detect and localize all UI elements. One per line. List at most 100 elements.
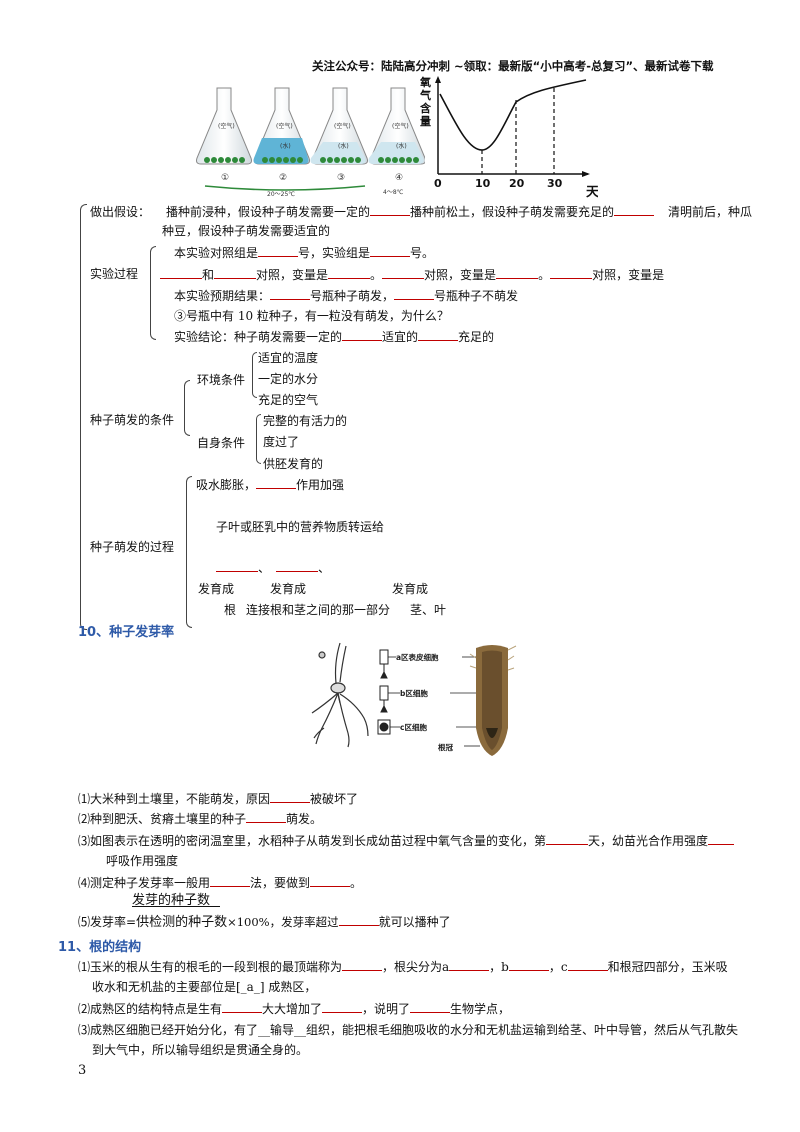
flask-1 <box>196 87 252 165</box>
oxygen-curve-chart: 氧 气 含 量 0 10 20 30 天数 <box>419 75 598 200</box>
answer-blank[interactable] <box>449 960 490 971</box>
process-line-3: 、、 <box>216 559 330 576</box>
env-item: 一定的水分 <box>258 372 319 386</box>
answer-blank[interactable] <box>216 561 258 572</box>
answer-blank[interactable] <box>246 812 287 823</box>
flask-3 <box>310 87 368 165</box>
flask-tag: (空气) <box>218 122 235 130</box>
s10-q1: ⑴大米种到土壤里，不能萌发，原因被破坏了 <box>78 792 359 806</box>
s10-q3: ⑶如图表示在透明的密闭温室里，水稻种子从萌发到长成幼苗过程中氧气含量的变化，第天… <box>78 832 735 849</box>
x-tick: 10 <box>475 177 491 190</box>
answer-blank[interactable] <box>276 561 319 572</box>
develops-into: 发育成 <box>198 582 235 596</box>
fraction-numerator: 发芽的种子数 <box>132 893 211 908</box>
answer-blank[interactable] <box>410 1002 451 1013</box>
root-label: a区表皮细胞 <box>396 652 439 662</box>
develops-result: 茎、叶 <box>410 603 447 617</box>
answer-blank[interactable] <box>210 876 251 887</box>
answer-blank[interactable] <box>546 834 589 845</box>
self-item: 供胚发育的 <box>263 457 324 471</box>
answer-blank[interactable] <box>550 268 593 279</box>
flask-water-tag: (水) <box>396 142 407 150</box>
answer-blank[interactable] <box>496 268 539 279</box>
process-line-1: 吸水膨胀，作用加强 <box>196 478 345 492</box>
answer-blank[interactable] <box>614 205 655 216</box>
x-tick: 30 <box>547 177 563 190</box>
experiment-line-5: 实验结论：种子萌发需要一定的适宜的充足的 <box>174 330 495 344</box>
s11-q1-cont: 收水和无机盐的主要部位是[_a_] 成熟区， <box>92 980 317 994</box>
answer-blank[interactable] <box>214 268 257 279</box>
hypothesis-label: 做出假设： <box>90 205 151 219</box>
self-brace <box>256 414 261 464</box>
answer-blank[interactable] <box>222 1002 263 1013</box>
root-tip-figure: a区表皮细胞 b区细胞 c区细胞 根冠 <box>311 642 517 756</box>
cell-diagrams <box>377 649 391 735</box>
answer-blank[interactable] <box>270 289 311 300</box>
root-tip-photo <box>469 645 517 756</box>
answer-blank[interactable] <box>160 268 202 279</box>
self-item: 完整的有活力的 <box>263 414 348 428</box>
experiment-line-3: 本实验预期结果：号瓶种子萌发，号瓶种子不萌发 <box>174 289 519 303</box>
temp-label-b: 4～8℃ <box>383 189 404 196</box>
outline-brace <box>80 204 87 630</box>
answer-blank[interactable] <box>270 792 311 803</box>
process-line-2: 子叶或胚乳中的营养物质转运给 <box>216 520 385 534</box>
flask-water-tag: (水) <box>280 142 291 150</box>
flask-label: ① <box>221 173 229 183</box>
answer-blank[interactable] <box>342 960 383 971</box>
process-label: 种子萌发的过程 <box>90 540 175 554</box>
answer-blank[interactable] <box>322 1002 363 1013</box>
page-header: 关注公众号：陆陆高分冲刺 ~领取：最新版“小中高考-总复习”、最新试卷下载 <box>312 59 714 73</box>
x-axis-label: 天数 <box>586 184 598 200</box>
develops-into: 发育成 <box>392 582 429 596</box>
s11-q3: ⑶成熟区细胞已经开始分化，有了__输导__组织，能把根毛细胞吸收的水分和无机盐运… <box>78 1023 739 1037</box>
flask-label: ② <box>279 173 287 183</box>
answer-blank[interactable] <box>508 960 549 971</box>
fraction-bar <box>132 906 220 907</box>
answer-blank[interactable] <box>258 246 299 257</box>
hypothesis-line-1: 做出假设：播种前浸种，假设种子萌发需要一定的播种前松土，假设种子萌发需要充足的清… <box>90 205 753 219</box>
answer-blank[interactable] <box>708 834 735 845</box>
answer-blank[interactable] <box>394 289 435 300</box>
flask-tag: (空气) <box>276 122 293 130</box>
experiment-line-1: 本实验对照组是号，实验组是号。 <box>174 246 435 260</box>
experiment-brace <box>150 246 156 340</box>
flask-2 <box>253 87 310 165</box>
s10-q3-cont: 呼吸作用强度 <box>106 854 179 868</box>
s11-q3-cont: 到大气中，所以输导组织是贯通全身的。 <box>92 1043 309 1057</box>
answer-blank[interactable] <box>310 876 351 887</box>
section-title-10: 10、种子发芽率 <box>78 625 175 640</box>
process-brace <box>186 476 192 628</box>
env-conditions-label: 环境条件 <box>197 373 246 387</box>
flask-water-tag: (水) <box>338 142 349 150</box>
develops-result: 根 <box>224 603 237 617</box>
flask-tag: (空气) <box>392 122 409 130</box>
flasks-figure: (空气) (空气) (空气) (空气) (水) (水) (水) ① ② ③ ④ … <box>196 87 425 198</box>
answer-blank[interactable] <box>567 960 608 971</box>
y-axis-label: 含 <box>419 101 432 115</box>
conditions-label: 种子萌发的条件 <box>90 413 175 427</box>
develops-result: 连接根和茎之间的那一部分 <box>246 603 391 617</box>
answer-blank[interactable] <box>370 246 411 257</box>
answer-blank[interactable] <box>418 330 459 341</box>
s11-q2: ⑵成熟区的结构特点是生有大大增加了，说明了生物学点， <box>78 1002 511 1016</box>
answer-blank[interactable] <box>370 205 411 216</box>
conditions-brace <box>184 380 190 436</box>
answer-blank[interactable] <box>328 268 371 279</box>
fraction-denominator: 供检测的种子数 <box>136 915 228 930</box>
experiment-line-4: ③号瓶中有 10 粒种子，有一粒没有萌发，为什么？ <box>174 309 449 323</box>
answer-blank[interactable] <box>342 330 383 341</box>
s10-q4: ⑷测定种子发芽率一般用法，要做到。 <box>78 876 363 890</box>
answer-blank[interactable] <box>382 268 425 279</box>
answer-blank[interactable] <box>338 915 379 926</box>
y-axis-label: 氧 <box>419 75 431 89</box>
experiment-label: 实验过程 <box>90 267 139 281</box>
page-number: 3 <box>78 1063 87 1078</box>
answer-blank[interactable] <box>256 478 297 489</box>
temp-label-a: 20～25℃ <box>267 191 295 198</box>
seedling-drawing <box>311 642 369 748</box>
experiment-line-2: 和对照，变量是。对照，变量是。对照，变量是 <box>160 266 664 283</box>
develops-into: 发育成 <box>270 582 307 596</box>
y-axis-label: 气 <box>419 88 431 102</box>
